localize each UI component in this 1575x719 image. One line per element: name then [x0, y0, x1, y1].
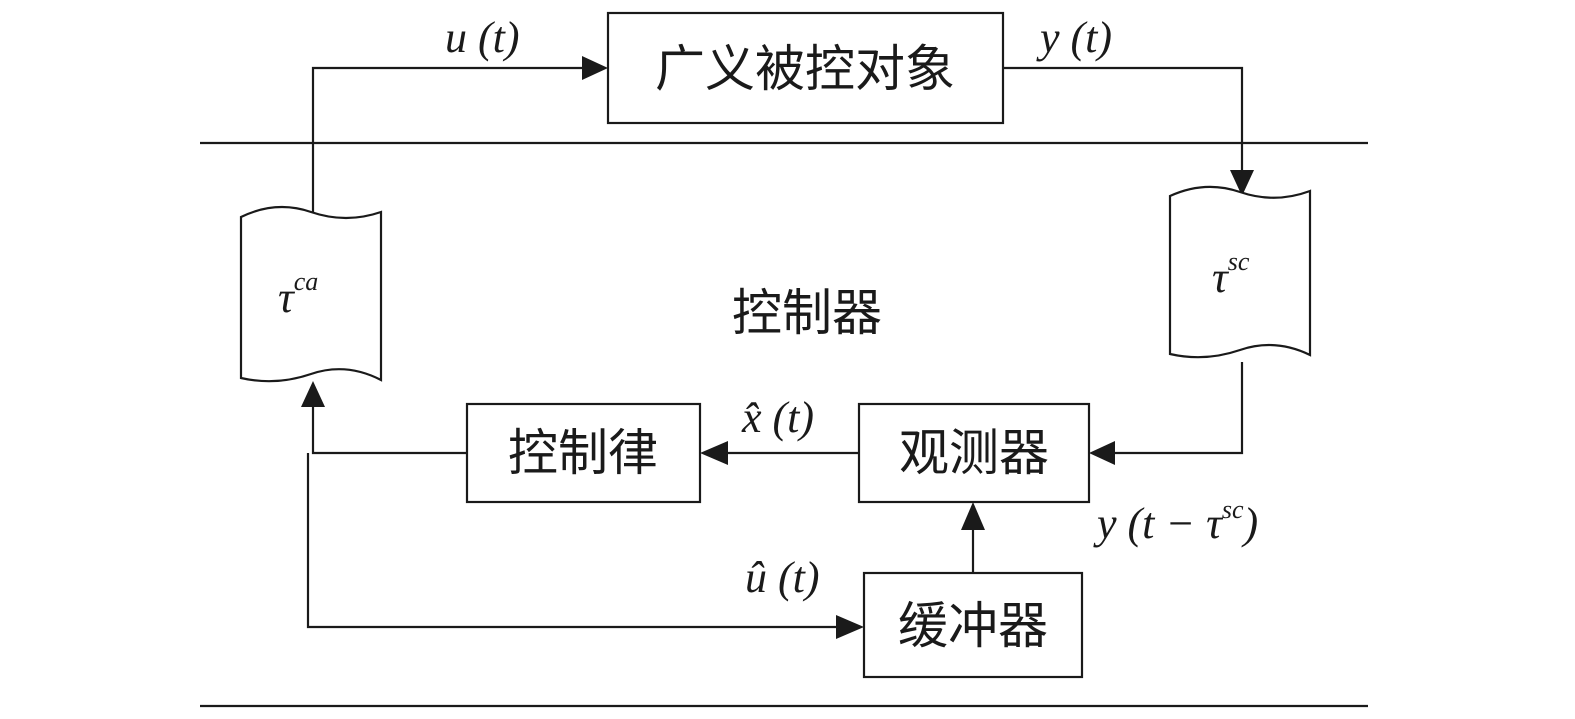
control-law-block: 控制律: [465, 402, 702, 504]
x-hat-label: x̂ (t): [741, 393, 814, 442]
observer-label: 观测器: [899, 424, 1049, 482]
control-law-input-arrow: [700, 441, 728, 465]
actuator-signal-line: [311, 66, 585, 215]
u-hat-label: û (t): [745, 553, 820, 602]
tau-sc-delay-block: τsc: [1168, 185, 1312, 359]
buffer-input-arrow: [836, 615, 864, 639]
buffer-label: 缓冲器: [898, 597, 1048, 655]
tau-ca-input-arrow: [301, 381, 325, 407]
observer-buffer-arrow: [961, 502, 985, 530]
y-delayed-label: y (t − τ: [1093, 499, 1224, 548]
plant-input-arrow: [582, 56, 608, 80]
y-t-label: y (t): [1036, 13, 1112, 62]
tau-sc-superscript: sc: [1228, 247, 1250, 276]
u-t-label: u (t): [445, 13, 520, 62]
buffer-block: 缓冲器: [862, 571, 1084, 679]
y-delayed-superscript: sc: [1222, 495, 1244, 524]
tau-ca-delay-block: τca: [239, 205, 383, 383]
svg-text:y (t − τsc): y (t − τsc): [1093, 495, 1258, 548]
svg-text:τca: τca: [278, 267, 318, 322]
tau-ca-superscript: ca: [294, 267, 319, 296]
svg-text:τsc: τsc: [1212, 247, 1250, 302]
tau-sc-symbol: τ: [1212, 253, 1230, 302]
control-law-label: 控制律: [508, 424, 658, 482]
tau-ca-symbol: τ: [278, 273, 296, 322]
plant-label: 广义被控对象: [655, 40, 955, 98]
observer-input-arrow: [1089, 441, 1115, 465]
control-output-line: [311, 405, 467, 455]
observer-block: 观测器: [857, 402, 1091, 504]
delayed-measurement-line: [1112, 362, 1244, 455]
controller-label: 控制器: [732, 284, 882, 342]
y-delayed-close: ): [1241, 499, 1259, 548]
buffer-feed-line: [306, 453, 838, 629]
tau-sc-input-arrow: [1230, 170, 1254, 196]
plant-block: 广义被控对象: [606, 11, 1005, 125]
sensor-signal-line: [1003, 66, 1244, 172]
